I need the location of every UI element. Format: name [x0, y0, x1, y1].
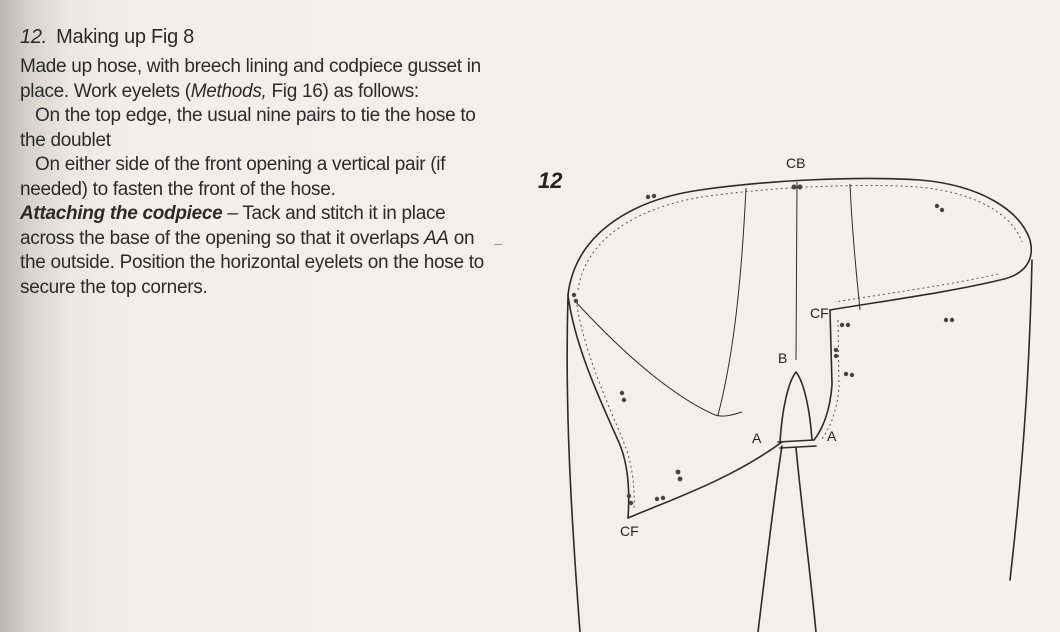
eyelet	[845, 322, 851, 328]
gusset-base-lower	[779, 445, 817, 449]
left-side-outline	[567, 294, 630, 519]
label-b: B	[778, 350, 787, 366]
cf-right-stitching	[820, 319, 840, 441]
eyelet	[949, 317, 955, 323]
section-heading: 12. Making up Fig 8	[20, 26, 500, 49]
right-leg-outer	[1009, 259, 1033, 581]
left-lining-line	[573, 299, 743, 417]
back-seam-left	[717, 187, 747, 416]
label-a-left: A	[752, 430, 762, 446]
label-cf-lower: CF	[620, 523, 639, 539]
label-cf-upper: CF	[810, 305, 829, 321]
left-leg-inner	[757, 445, 783, 632]
eyelet	[939, 207, 945, 213]
eyelet	[651, 193, 657, 199]
eyelet	[675, 469, 681, 475]
margin-dash	[494, 244, 502, 245]
eyelet	[626, 493, 632, 499]
attaching-paragraph: Attaching the codpiece – Tack and stitch…	[20, 202, 500, 300]
codpiece-gusset	[779, 371, 813, 443]
eyelet	[833, 353, 839, 359]
front-opening-paragraph: On either side of the front opening a ve…	[20, 154, 446, 200]
left-leg-outer	[566, 294, 581, 632]
eyelet	[619, 390, 625, 396]
eyelet	[791, 184, 797, 190]
label-a-right: A	[827, 428, 837, 444]
eyelet	[654, 496, 660, 502]
rim-stitching	[577, 184, 1023, 291]
hose-figure: 12	[520, 150, 1060, 632]
aa-reference: AA	[424, 227, 449, 249]
label-cb: CB	[786, 155, 805, 171]
hose-top-rim	[567, 177, 1032, 311]
gusset-base	[777, 439, 815, 443]
rim-stitching-right	[834, 273, 999, 303]
intro-paragraph: Made up hose, with breech lining and cod…	[20, 55, 500, 104]
eyelet	[621, 397, 627, 403]
eyelet	[843, 371, 849, 377]
eyelet-pairs	[571, 184, 955, 506]
eyelet	[660, 495, 666, 501]
hose-illustration: 12	[538, 155, 1033, 632]
eyelet	[645, 194, 651, 200]
left-flap-stitching	[575, 299, 635, 511]
eyelet	[677, 476, 683, 482]
top-edge-paragraph: On the top edge, the usual nine pairs to…	[20, 105, 476, 151]
figure-number: 12	[538, 168, 563, 193]
right-leg-inner	[795, 447, 817, 632]
section-title: Making up Fig 8	[56, 26, 194, 48]
attaching-runin-heading: Attaching the codpiece	[20, 203, 223, 224]
back-seam-right	[849, 183, 861, 311]
eyelet	[934, 203, 940, 209]
eyelet	[833, 347, 839, 353]
eyelet	[839, 322, 845, 328]
eyelet	[797, 184, 803, 190]
instruction-text: 12. Making up Fig 8 Made up hose, with b…	[20, 26, 500, 300]
left-flap-bottom	[627, 441, 783, 519]
eyelet	[628, 500, 634, 506]
attaching-text-b: on the outside. Position the horizontal …	[20, 227, 484, 298]
cf-right-edge	[813, 309, 833, 441]
eyelet	[571, 292, 577, 298]
eyelet	[573, 298, 579, 304]
back-seam-centre	[795, 181, 798, 361]
attaching-text-a: – Tack and stitch it in place across the…	[20, 203, 446, 249]
section-number: 12.	[20, 26, 47, 48]
eyelet	[943, 317, 949, 323]
eyelet	[849, 372, 855, 378]
methods-reference: Methods,	[190, 80, 267, 102]
intro-text-a: Made up hose, with breech lining and cod…	[20, 56, 481, 102]
intro-text-b: Fig 16) as follows:	[266, 80, 419, 102]
